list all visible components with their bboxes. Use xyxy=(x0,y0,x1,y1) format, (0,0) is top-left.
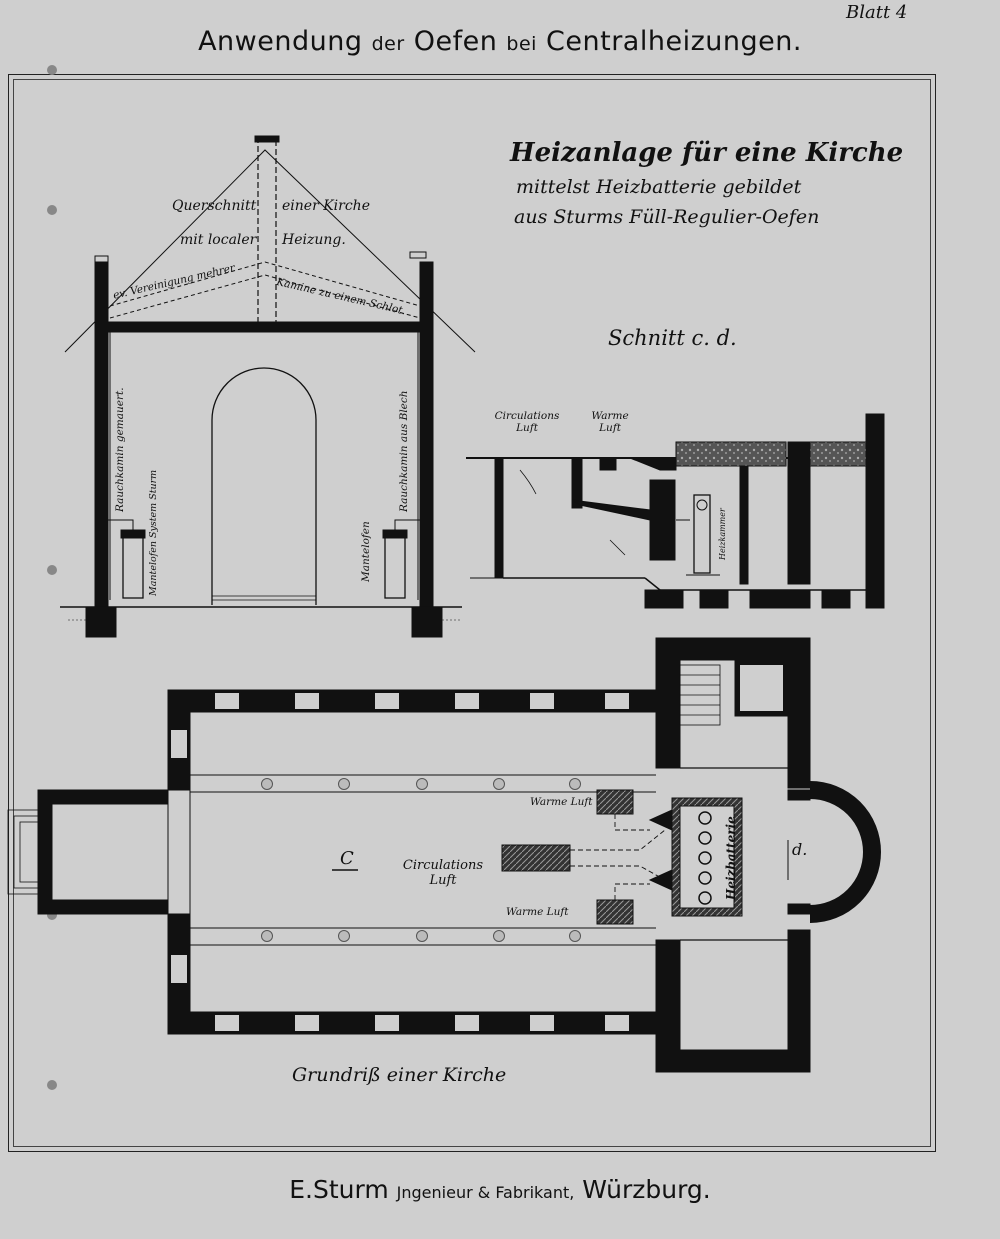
plan-point-c: C xyxy=(340,848,354,869)
outer-frame xyxy=(8,74,936,1152)
pillar xyxy=(416,778,428,790)
section-warm-air-label: Warme Luft xyxy=(591,410,629,434)
binding-holes xyxy=(47,65,57,1090)
pillar xyxy=(261,778,273,790)
pillar xyxy=(261,930,273,942)
cross-section-label-2: einer Kirche xyxy=(282,198,370,214)
floor-plan-drawing xyxy=(7,637,881,1073)
plan-caption: Grundriß einer Kirche xyxy=(292,1064,507,1086)
pillar xyxy=(338,778,350,790)
title-word-5: Centralheizungen. xyxy=(546,26,802,57)
cross-section-drawing xyxy=(60,135,476,638)
pillar xyxy=(569,778,581,790)
sheet-number: Blatt 4 xyxy=(846,2,908,23)
pillar xyxy=(493,930,505,942)
plan-circulation-air: Circulations Luft xyxy=(402,858,484,888)
plan-warm-air-bottom: Warme Luft xyxy=(506,906,569,918)
stove-label-left: Mantelofen System Sturm xyxy=(148,469,159,596)
title-word-4: bei xyxy=(506,33,537,55)
cross-section-label-4: Heizung. xyxy=(282,232,346,248)
footer-profession: Jngenieur & Fabrikant, xyxy=(396,1183,575,1202)
plate-title-line3: aus Sturms Füll-Regulier-Oefen xyxy=(514,206,820,228)
main-title: Anwendung der Oefen bei Centralheizungen… xyxy=(0,26,1000,57)
title-word-2: der xyxy=(371,33,405,55)
pillar xyxy=(493,778,505,790)
plan-warm-air-top: Warme Luft xyxy=(530,796,593,808)
section-cd-drawing xyxy=(466,413,885,609)
chimney-label-left: Rauchkamin gemauert. xyxy=(114,387,126,512)
pillar xyxy=(569,930,581,942)
heating-chamber-label: Heizkammer xyxy=(718,508,727,560)
section-circulation-air-label: Circulations Luft xyxy=(494,410,560,434)
plate-title-line1: Heizanlage für eine Kirche xyxy=(510,138,904,168)
pillar xyxy=(338,930,350,942)
inner-frame xyxy=(13,79,931,1147)
footer-city: Würzburg. xyxy=(582,1175,711,1204)
title-word-3: Oefen xyxy=(413,26,498,57)
cross-section-label-3: mit localer xyxy=(180,232,257,248)
cross-section-label-1: Querschnitt xyxy=(172,198,257,214)
title-word-1: Anwendung xyxy=(198,26,363,57)
footer: E.Sturm Jngenieur & Fabrikant, Würzburg. xyxy=(0,1175,1000,1204)
stove-label-right: Mantelofen xyxy=(360,521,372,582)
chimney-label-right: Rauchkamin aus Blech xyxy=(398,390,410,512)
footer-name: E.Sturm xyxy=(289,1175,389,1204)
pillar xyxy=(416,930,428,942)
section-cd-label: Schnitt c. d. xyxy=(608,326,737,350)
plan-point-d: d. xyxy=(792,840,808,859)
plate-title-line2: mittelst Heizbatterie gebildet xyxy=(516,176,802,198)
plan-battery-label: Heizbatterie xyxy=(724,816,738,900)
